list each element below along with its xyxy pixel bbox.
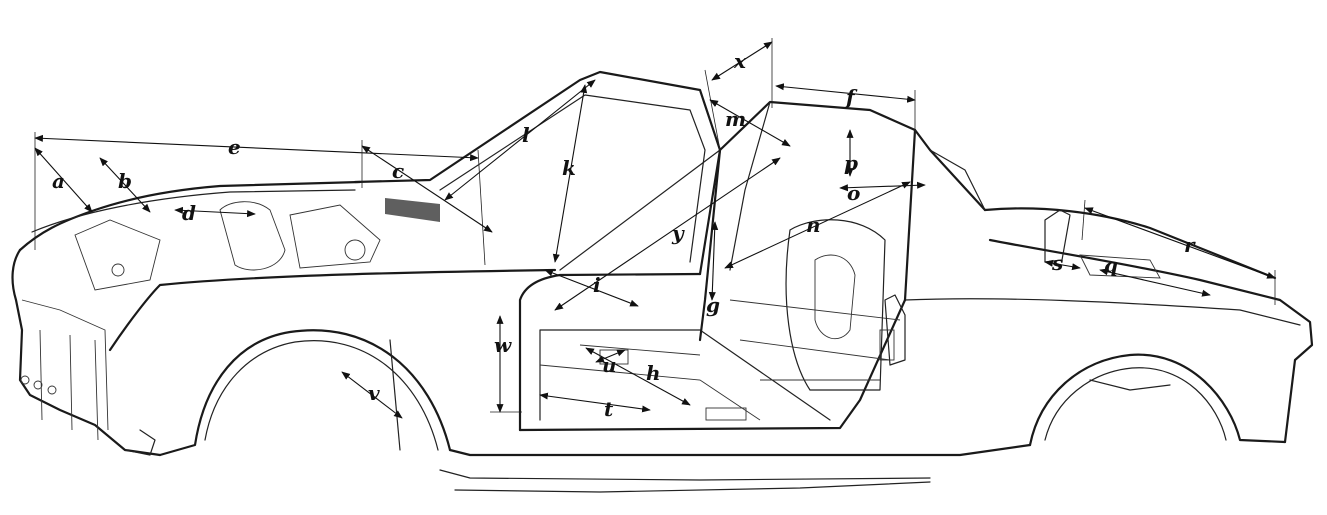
label-e: e <box>228 135 241 159</box>
label-l: l <box>522 123 530 147</box>
label-o: o <box>847 181 860 205</box>
dim-f <box>775 83 916 103</box>
label-w: w <box>494 333 512 357</box>
label-u: u <box>602 353 617 377</box>
label-b: b <box>118 169 132 193</box>
dim-l <box>444 79 596 201</box>
label-c: c <box>392 159 404 183</box>
dim-g <box>708 221 719 301</box>
dim-u <box>595 349 626 363</box>
label-t: t <box>604 397 614 421</box>
dim-x <box>711 41 773 81</box>
label-y: y <box>671 221 685 245</box>
label-q: q <box>1104 253 1118 277</box>
label-k: k <box>562 156 576 180</box>
dim-s <box>1044 259 1081 271</box>
dim-m <box>709 99 791 147</box>
label-v: v <box>368 381 380 405</box>
label-x: x <box>733 49 747 73</box>
label-r: r <box>1184 233 1196 257</box>
dim-c <box>361 145 493 233</box>
label-p: p <box>844 151 858 175</box>
label-i: i <box>593 273 601 297</box>
dim-r <box>1084 207 1276 279</box>
label-s: s <box>1051 251 1063 275</box>
label-m: m <box>725 107 746 131</box>
dim-e <box>34 134 479 162</box>
dim-v <box>341 371 403 419</box>
label-g: g <box>706 293 720 317</box>
label-a: a <box>52 169 65 193</box>
label-d: d <box>182 201 196 225</box>
dimension-labels: a b c d e f g h i k l m n o p q r s t u … <box>52 49 1196 421</box>
dim-a <box>34 147 93 213</box>
label-f: f <box>844 85 858 109</box>
dimension-lines <box>34 38 1276 419</box>
dim-d <box>174 206 256 218</box>
dim-q <box>1099 268 1211 297</box>
dim-b <box>99 157 151 213</box>
body-outline <box>11 70 1314 493</box>
dim-i <box>544 269 639 307</box>
dim-t <box>539 392 651 413</box>
label-h: h <box>646 361 661 385</box>
label-n: n <box>806 213 821 237</box>
